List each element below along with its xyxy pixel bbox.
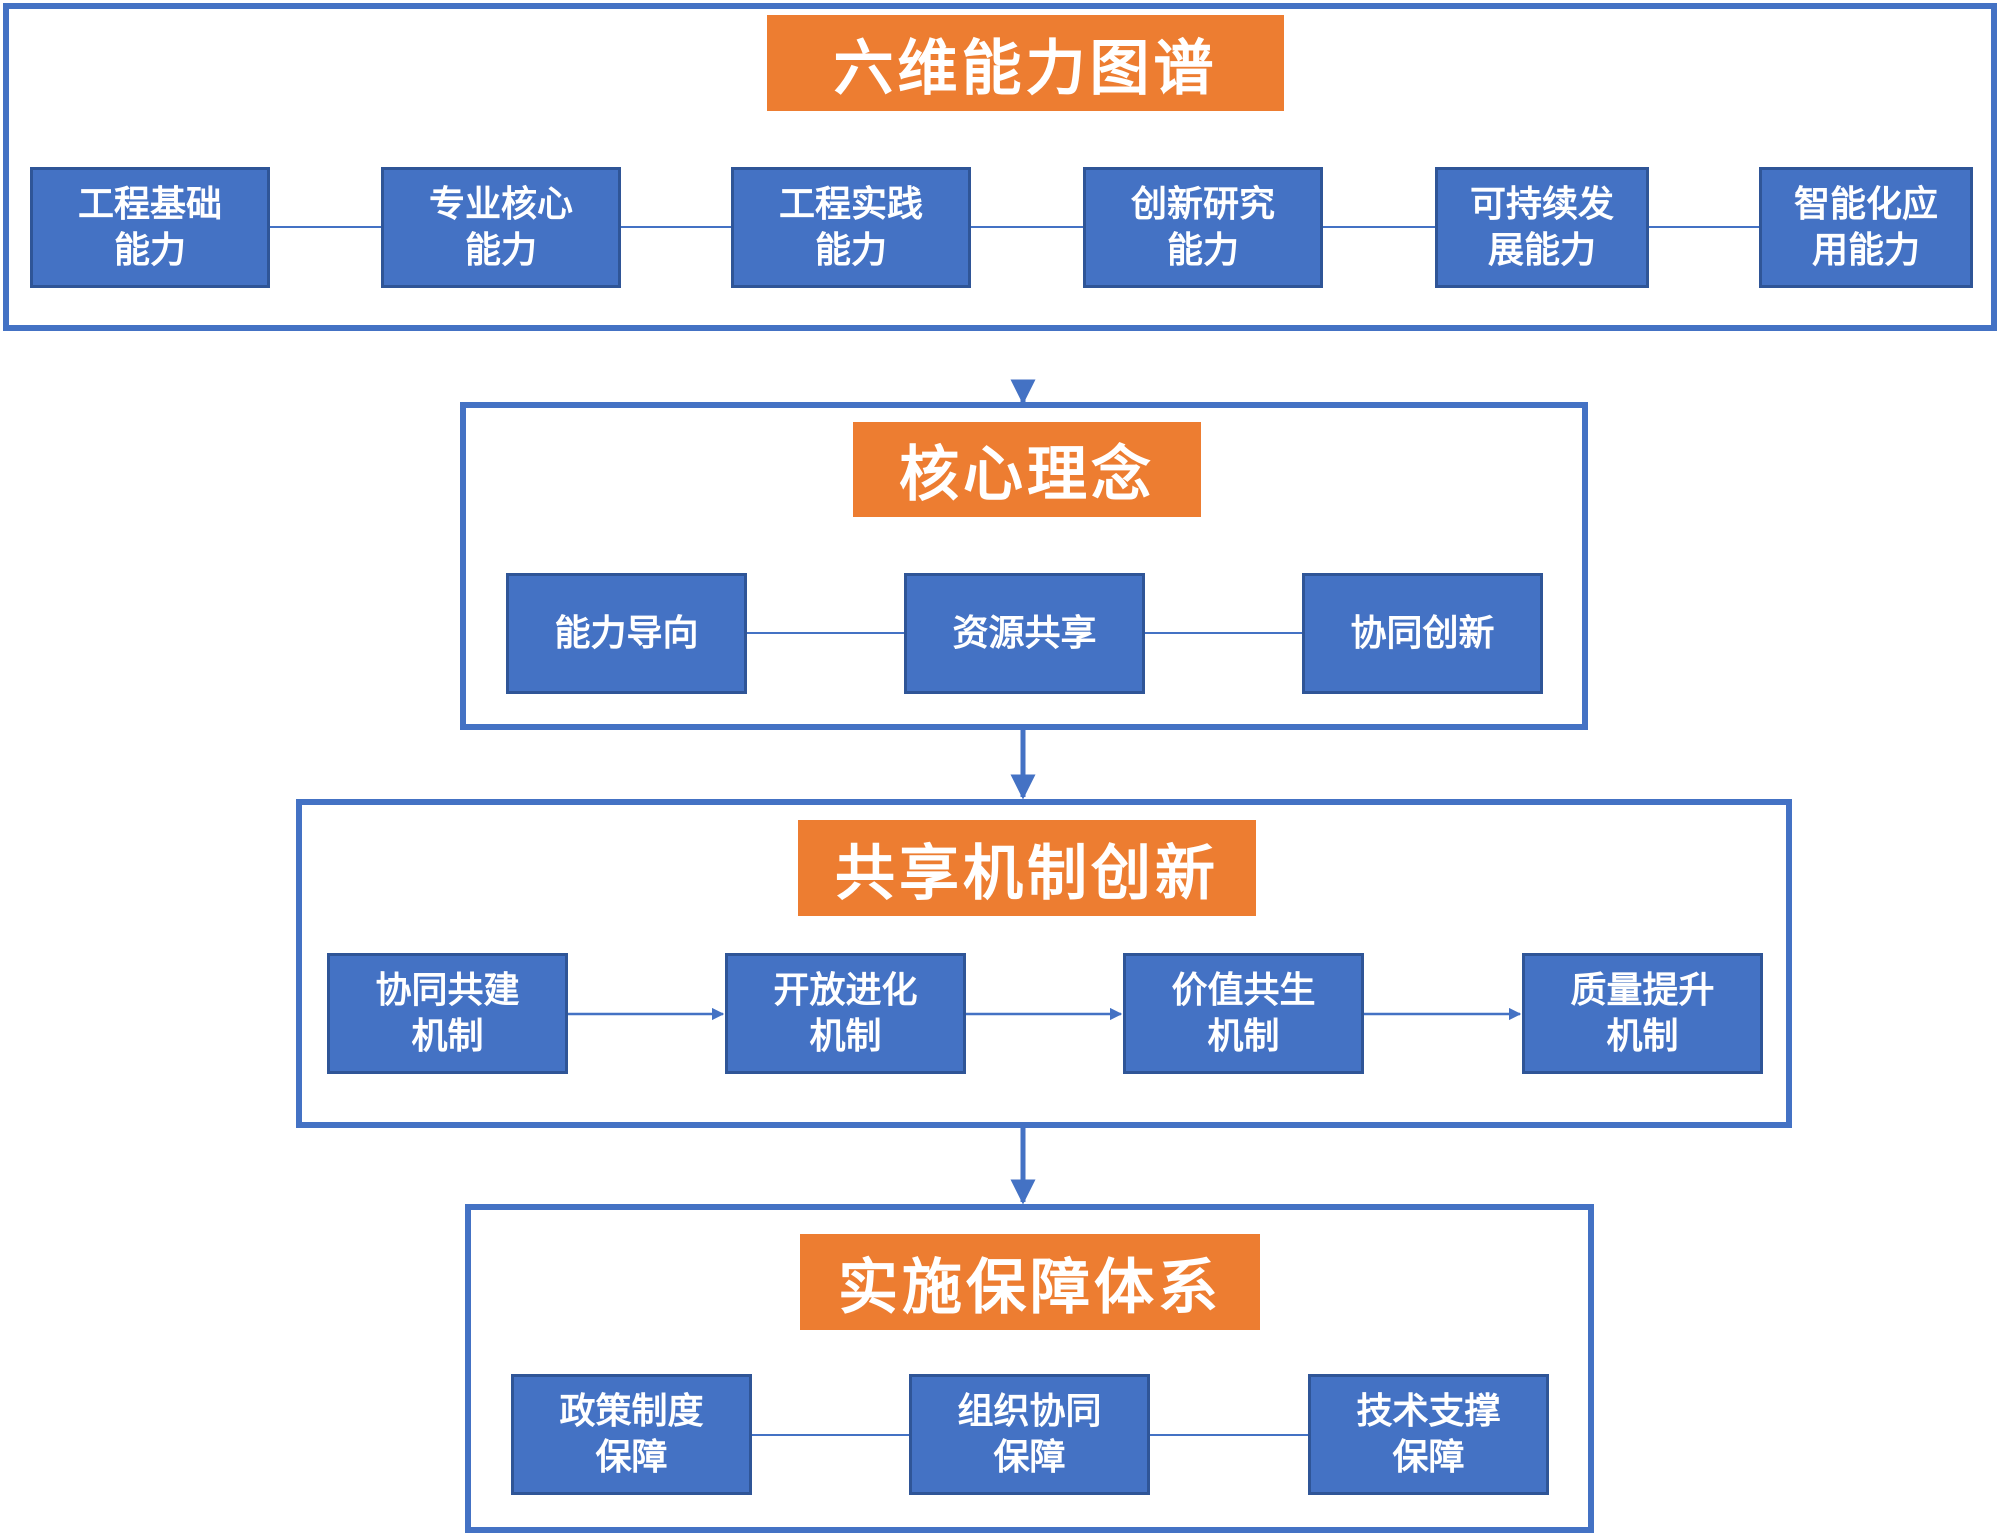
capability-box-3: 工程实践 能力 xyxy=(731,167,971,288)
capability-box-2: 专业核心 能力 xyxy=(381,167,621,288)
capability-box-4: 创新研究 能力 xyxy=(1083,167,1323,288)
mechanism-box-4: 质量提升 机制 xyxy=(1522,953,1763,1074)
mechanism-box-2: 开放进化 机制 xyxy=(725,953,966,1074)
section-title-core-concept: 核心理念 xyxy=(853,422,1201,517)
concept-box-1: 能力导向 xyxy=(506,573,747,694)
mechanism-box-3: 价值共生 机制 xyxy=(1123,953,1364,1074)
section-title-sharing-mechanism: 共享机制创新 xyxy=(798,820,1256,916)
concept-box-2: 资源共享 xyxy=(904,573,1145,694)
support-box-1: 政策制度 保障 xyxy=(511,1374,752,1495)
section-title-six-dimension: 六维能力图谱 xyxy=(767,15,1284,111)
capability-box-6: 智能化应 用能力 xyxy=(1759,167,1973,288)
concept-box-3: 协同创新 xyxy=(1302,573,1543,694)
mechanism-box-1: 协同共建 机制 xyxy=(327,953,568,1074)
capability-box-5: 可持续发 展能力 xyxy=(1435,167,1649,288)
support-box-2: 组织协同 保障 xyxy=(909,1374,1150,1495)
capability-box-1: 工程基础 能力 xyxy=(30,167,270,288)
section-title-implementation: 实施保障体系 xyxy=(800,1234,1260,1330)
support-box-3: 技术支撑 保障 xyxy=(1308,1374,1549,1495)
